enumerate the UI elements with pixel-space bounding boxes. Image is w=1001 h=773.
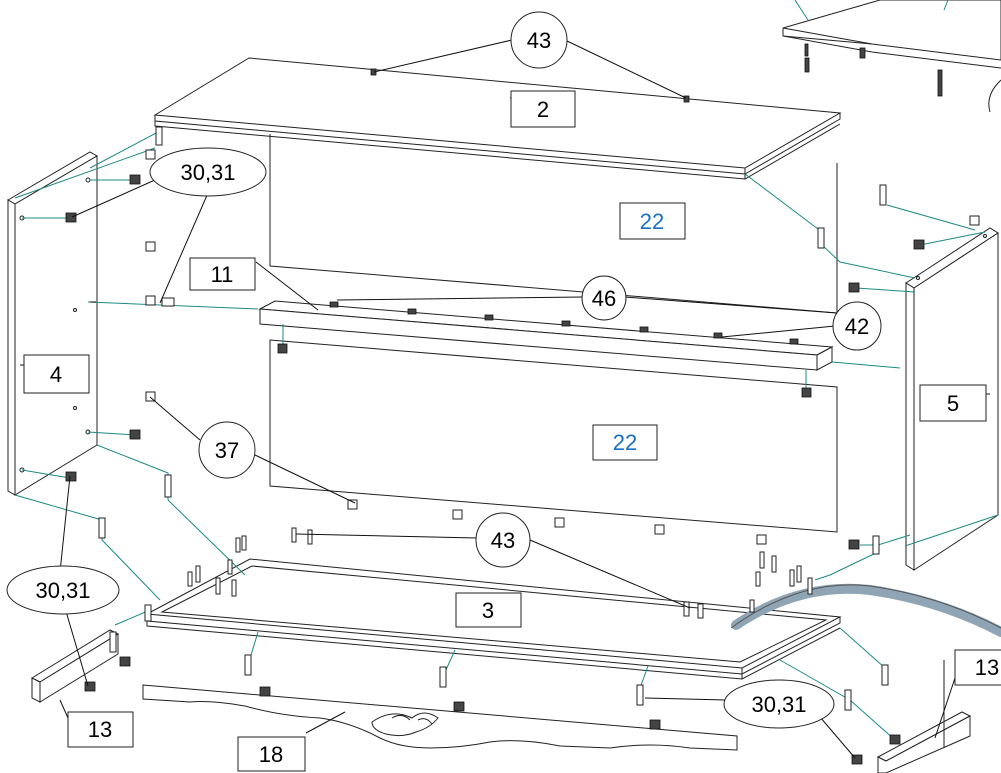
foot-left [30,629,120,703]
callout-46-text: 46 [592,286,616,311]
upper-right-fragment [782,0,1001,113]
label-part-22-lower: 22 [592,424,658,461]
label-part-2-text: 2 [537,97,549,122]
label-part-18: 18 [237,736,306,772]
callout-43-top-text: 43 [527,28,551,53]
top-panel [153,57,842,180]
label-part-11: 11 [189,257,256,291]
callout-30-31-left-text: 30,31 [35,578,90,603]
callout-30-31-right-text: 30,31 [751,692,806,717]
label-part-11-text: 11 [211,262,234,287]
left-side-panel [7,151,98,496]
foot-right [876,660,972,773]
callout-30-31-right: 30,31 [723,679,835,729]
label-part-13-left: 13 [67,711,134,748]
label-part-4: 4 [23,354,90,394]
curved-apron [730,583,1001,637]
callout-30-31-upper-text: 30,31 [180,160,235,185]
callout-30-31-left: 30,31 [6,565,120,615]
label-part-3: 3 [455,592,522,628]
callout-46: 46 [581,275,627,321]
label-part-22-lower-text: 22 [613,430,637,455]
callout-37-text: 37 [215,438,239,463]
leader-lines [20,39,990,759]
callout-30-31-upper: 30,31 [149,147,267,197]
back-panel-lower [269,339,838,533]
callout-42-text: 42 [845,314,869,339]
callout-42: 42 [832,301,882,351]
callout-37: 37 [198,421,256,479]
label-part-13-right-text: 13 [975,655,999,680]
label-part-5-text: 5 [947,391,959,416]
callout-43-bottom: 43 [475,512,531,568]
back-panel-upper [269,134,838,314]
label-part-4-text: 4 [50,362,62,387]
label-part-13-right: 13 [954,649,1001,686]
label-part-3-text: 3 [482,598,494,623]
label-part-22-upper-text: 22 [640,209,664,234]
label-part-18-text: 18 [259,742,283,767]
callout-43-top: 43 [510,11,568,69]
label-part-13-left-text: 13 [88,717,112,742]
label-part-5: 5 [919,384,987,422]
rail [258,300,834,371]
callout-43-bottom-text: 43 [491,528,515,553]
hardware [65,126,980,765]
label-part-22-upper: 22 [619,202,686,240]
label-part-2: 2 [510,90,576,128]
plinth [142,684,738,751]
